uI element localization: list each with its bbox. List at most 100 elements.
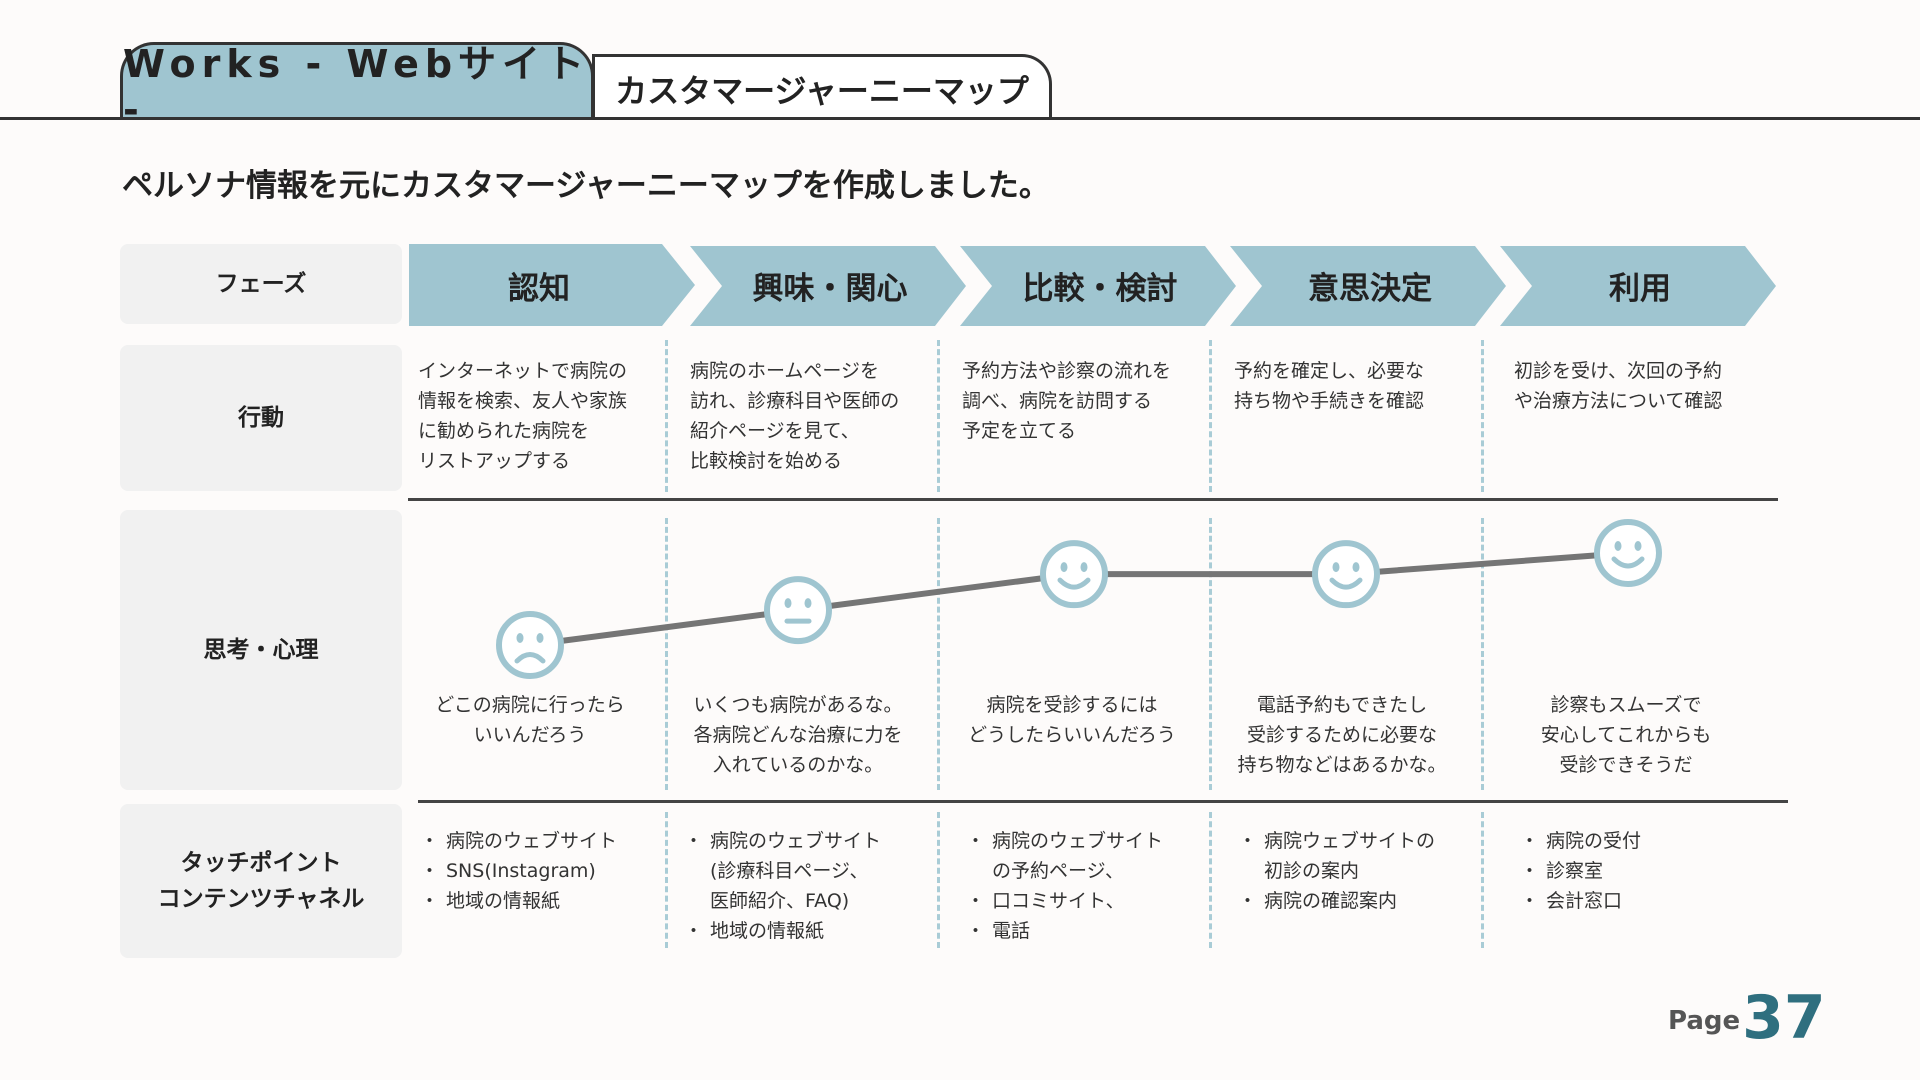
action-line: に勧められた病院を (418, 420, 590, 442)
thought-text-5: 診察もスムーズで 安心してこれからも 受診できそうだ (1496, 690, 1756, 780)
action-line: 予定を立てる (962, 420, 1077, 442)
action-text-1: インターネットで病院の 情報を検索、友人や家族 に勧められた病院を リストアップ… (418, 356, 668, 476)
column-divider (937, 340, 940, 492)
thought-line: 診察もスムーズで (1550, 694, 1702, 716)
phase-label-3: 比較・検討 (1022, 270, 1178, 307)
touchpoint-item: 会計窓口 (1520, 886, 1774, 916)
sad-face-icon (496, 611, 564, 679)
column-divider (1481, 518, 1484, 790)
neutral-face-icon (764, 576, 832, 645)
thought-text-2: いくつも病院があるな。 各病院どんな治療に力を 入れているのかな。 (668, 690, 928, 780)
phase-chevron-3 (960, 246, 1236, 326)
row-label-touchpoint: タッチポイント コンテンツチャネル (120, 804, 402, 958)
row-label-thought-text: 思考・心理 (203, 637, 319, 663)
touchpoint-item: 病院ウェブサイトの (1238, 826, 1492, 856)
row-label-touchpoint-line2: コンテンツチャネル (157, 886, 365, 912)
thought-line: どこの病院に行ったら (435, 694, 625, 716)
action-line: 病院のホームページを (690, 360, 880, 382)
thought-text-4: 電話予約もできたし 受診するために必要な 持ち物などはあるかな。 (1212, 690, 1472, 780)
touchpoint-item: 病院のウェブサイト (684, 826, 938, 856)
action-line: 持ち物や手続きを確認 (1234, 390, 1425, 412)
touchpoint-item: 病院のウェブサイト (420, 826, 674, 856)
touchpoint-item: (診療科目ページ、 (710, 860, 869, 882)
touchpoint-item: 医師紹介、FAQ) (710, 890, 850, 912)
touchpoint-list-1: 病院のウェブサイト SNS(Instagram) 地域の情報紙 (420, 826, 674, 916)
touchpoint-item: 地域の情報紙 (684, 916, 938, 946)
row-label-thought: 思考・心理 (120, 510, 402, 790)
page-number-footer: Page 37 (1668, 983, 1826, 1053)
thought-line: いいんだろう (473, 724, 587, 746)
row-label-action-text: 行動 (238, 405, 284, 431)
row-separator-action (408, 498, 1778, 501)
action-line: 紹介ページを見て、 (690, 420, 860, 442)
action-line: 情報を検索、友人や家族 (418, 390, 628, 412)
thought-line: 受診できそうだ (1559, 754, 1693, 776)
touchpoint-item: 診察室 (1520, 856, 1774, 886)
column-divider (937, 518, 940, 790)
action-text-5: 初診を受け、次回の予約 や治療方法について確認 (1514, 356, 1764, 416)
row-label-phase: フェーズ (120, 244, 402, 324)
touchpoint-list-5: 病院の受付 診察室 会計窓口 (1520, 826, 1774, 916)
phase-label-4: 意思決定 (1308, 270, 1432, 307)
column-divider (665, 340, 668, 492)
row-label-touchpoint-line1: タッチポイント (180, 850, 342, 876)
touchpoint-list-2: 病院のウェブサイト (診療科目ページ、 医師紹介、FAQ) 地域の情報紙 (684, 826, 938, 946)
touchpoint-item: 病院の受付 (1520, 826, 1774, 856)
column-divider (1481, 812, 1484, 948)
action-line: 予約を確定し、必要な (1234, 360, 1425, 382)
page-word: Page (1668, 1006, 1741, 1036)
phase-chevron-1 (409, 244, 695, 326)
phase-label-1: 認知 (508, 270, 570, 307)
touchpoint-item: 病院のウェブサイト (966, 826, 1220, 856)
action-text-3: 予約方法や診察の流れを 調べ、病院を訪問する 予定を立てる (962, 356, 1212, 446)
column-divider (665, 518, 668, 790)
phase-chevron-2 (690, 246, 966, 326)
phase-label-5: 利用 (1609, 270, 1671, 307)
thought-text-3: 病院を受診するには どうしたらいいんだろう (942, 690, 1202, 750)
thought-line: どうしたらいいんだろう (968, 724, 1176, 746)
phase-label-2: 興味・関心 (752, 270, 908, 307)
thought-line: 持ち物などはあるかな。 (1237, 754, 1447, 776)
touchpoint-item: 病院の確認案内 (1238, 886, 1492, 916)
page-number: 37 (1742, 983, 1826, 1053)
column-divider (1209, 812, 1212, 948)
thought-line: いくつも病院があるな。 (693, 694, 903, 716)
touchpoint-item: 初診の案内 (1264, 860, 1360, 882)
touchpoint-item: の予約ページ、 (992, 860, 1125, 882)
touchpoint-list-4: 病院ウェブサイトの 初診の案内 病院の確認案内 (1238, 826, 1492, 916)
works-tab: Works - Webサイト - (120, 42, 594, 132)
intro-text: ペルソナ情報を元にカスタマージャーニーマップを作成しました。 (122, 168, 1050, 204)
column-divider (937, 812, 940, 948)
action-line: 比較検討を始める (690, 450, 843, 472)
action-line: や治療方法について確認 (1514, 390, 1723, 412)
action-line: インターネットで病院の (418, 360, 628, 382)
customer-journey-tab: カスタマージャーニーマップ (592, 54, 1052, 120)
thought-line: 病院を受診するには (986, 694, 1158, 716)
action-text-4: 予約を確定し、必要な 持ち物や手続きを確認 (1234, 356, 1484, 416)
thought-line: 入れているのかな。 (712, 754, 884, 776)
touchpoint-item: 電話 (966, 916, 1220, 946)
phase-chevron-5 (1500, 246, 1776, 326)
action-line: 初診を受け、次回の予約 (1514, 360, 1723, 382)
row-separator-thought (418, 800, 1788, 803)
action-line: 調べ、病院を訪問する (962, 390, 1153, 412)
action-line: 予約方法や診察の流れを (962, 360, 1172, 382)
touchpoint-item: 地域の情報紙 (420, 886, 674, 916)
thought-text-1: どこの病院に行ったら いいんだろう (400, 690, 660, 750)
action-text-2: 病院のホームページを 訪れ、診療科目や医師の 紹介ページを見て、 比較検討を始め… (690, 356, 940, 476)
touchpoint-list-3: 病院のウェブサイト の予約ページ、 口コミサイト、 電話 (966, 826, 1220, 946)
smile-face-icon (1312, 540, 1380, 609)
row-label-phase-text: フェーズ (215, 271, 307, 297)
thought-line: 電話予約もできたし (1256, 694, 1428, 716)
thought-line: 安心してこれからも (1540, 724, 1712, 746)
thought-line: 受診するために必要な (1246, 724, 1437, 746)
row-label-action: 行動 (120, 345, 402, 491)
column-divider (1481, 340, 1484, 492)
action-line: 訪れ、診療科目や医師の (690, 390, 900, 412)
touchpoint-item: SNS(Instagram) (420, 856, 674, 886)
touchpoint-item: 口コミサイト、 (966, 886, 1220, 916)
smile-face-icon (1594, 519, 1662, 587)
action-line: リストアップする (418, 450, 571, 472)
